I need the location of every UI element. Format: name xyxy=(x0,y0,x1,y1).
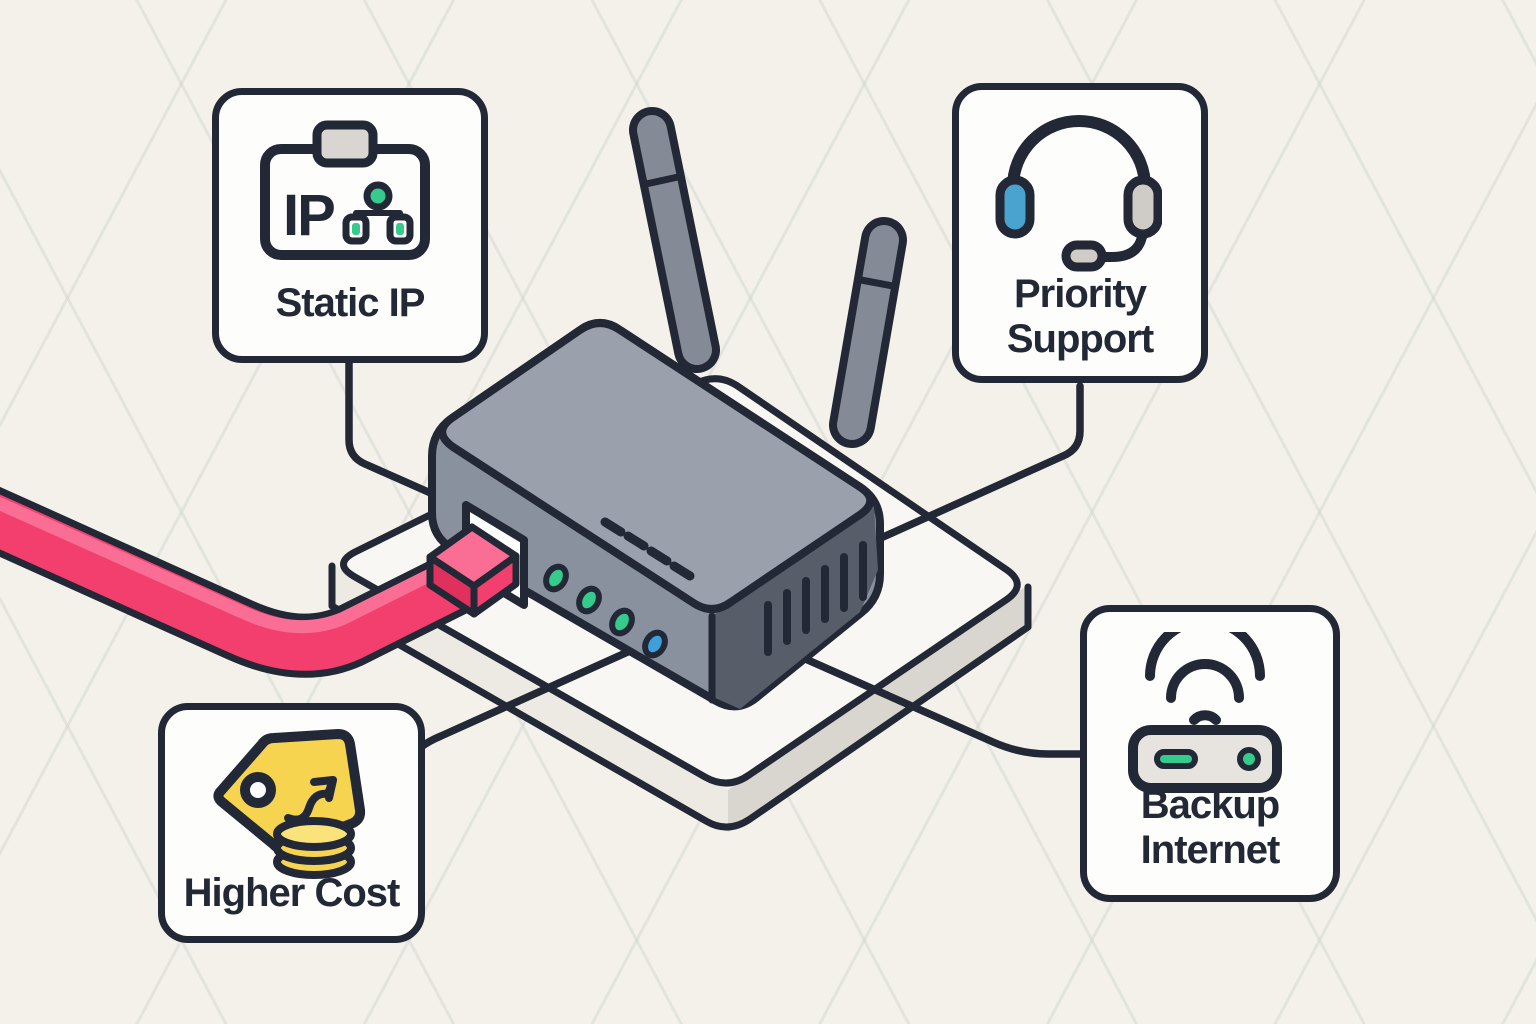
router-antenna-left xyxy=(629,107,720,373)
router-antenna-right xyxy=(829,217,907,448)
callout-backup-internet: Backup Internet xyxy=(1080,605,1340,902)
wifi-router xyxy=(428,107,907,711)
callout-label-backup-internet: Backup Internet xyxy=(1140,782,1281,872)
headset-icon xyxy=(995,115,1162,272)
network-nodes-glyph xyxy=(342,181,414,245)
callout-static-ip: IP Static IP xyxy=(212,88,488,363)
cable-connector xyxy=(426,523,520,618)
wifi-waves-icon xyxy=(1145,632,1265,725)
callout-label-higher-cost: Higher Cost xyxy=(183,870,401,915)
line-priority-to-higher-cost xyxy=(417,382,1084,751)
callout-label-static-ip: Static IP xyxy=(275,280,426,325)
callout-label-priority-support: Priority Support xyxy=(1006,271,1154,361)
router-top-dashes xyxy=(600,517,695,581)
vent-slots xyxy=(764,541,867,656)
callout-higher-cost: Higher Cost xyxy=(158,703,425,943)
badge-ip-text: IP xyxy=(283,183,334,248)
callout-priority-support: Priority Support xyxy=(952,83,1208,383)
status-leds xyxy=(543,563,668,659)
coin-stack xyxy=(273,817,355,879)
router-side-face xyxy=(712,506,878,709)
router-top-face xyxy=(438,319,875,613)
price-tag-icon xyxy=(213,729,366,879)
id-badge-icon: IP xyxy=(260,120,430,260)
wan-cable xyxy=(0,486,520,678)
wifi-modem-icon xyxy=(1128,632,1282,793)
